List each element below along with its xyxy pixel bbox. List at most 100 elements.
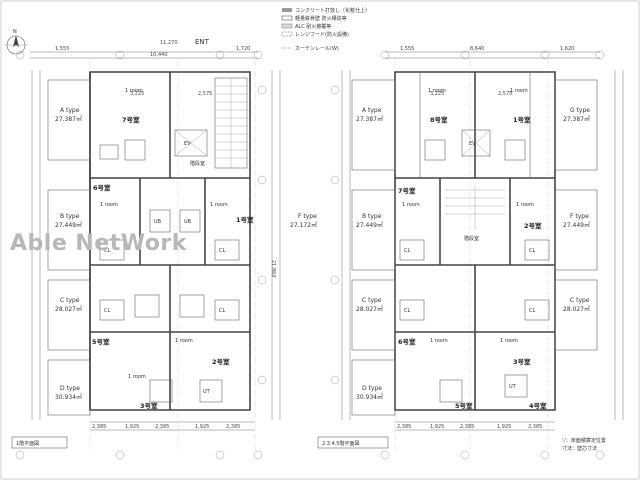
dimension-label: 2,385 <box>92 424 106 430</box>
unit-type-label: C type <box>570 297 590 304</box>
room-type-label: 1 room <box>175 338 193 344</box>
unit-area-label: 27.172㎡ <box>290 221 317 229</box>
dimension-label: 1,720 <box>236 46 250 52</box>
room-name: 7号室 <box>122 115 140 124</box>
unit-type-label: A type <box>362 107 382 114</box>
utility-label: UT <box>203 389 211 395</box>
unit-type-label: F type <box>298 213 317 220</box>
dimension-label: 8,640 <box>470 46 484 52</box>
room-name: 8号室 <box>430 115 448 124</box>
unit-type-label: B type <box>362 213 382 220</box>
room-type-label: 1 room <box>210 202 228 208</box>
unit-area-label: 27.449㎡ <box>55 221 82 229</box>
legend: コンクリート打放し（化粧仕上） 軽量鉄骨壁 防火構造等 ALC 耐火被覆等 レン… <box>281 7 370 52</box>
room-name: 2号室 <box>524 221 542 230</box>
closet-label: CL <box>219 248 225 254</box>
room-type-label: 1 room <box>402 202 420 208</box>
room-name: 2号室 <box>212 357 230 366</box>
room-name: 3号室 <box>140 401 158 410</box>
room-name: 6号室 <box>398 337 416 346</box>
dimension-label: 1,925 <box>195 424 209 430</box>
unit-area-label: 30.934㎡ <box>55 393 82 401</box>
closet-label: CL <box>404 248 410 254</box>
unit-area-label: 27.387㎡ <box>55 115 82 123</box>
room-type-label: 1 room <box>500 338 518 344</box>
note-text: 寸法：壁芯寸法 <box>562 445 597 452</box>
room-type-label: 1 room <box>125 88 143 94</box>
unit-area-label: 30.934㎡ <box>356 393 383 401</box>
compass-label: N <box>13 29 17 35</box>
stair-hall-label: 階段室 <box>190 160 205 167</box>
dimension-label: 2,575 <box>498 91 512 97</box>
unit-area-label: 27.449㎡ <box>563 221 590 229</box>
dimension-label: 1,555 <box>400 46 414 52</box>
dimension-label: 11,270 <box>160 40 178 46</box>
dimension-label: 21,860 <box>270 260 276 278</box>
dimension-label: 3,225 <box>130 91 144 97</box>
dimension-label: 2,575 <box>198 91 212 97</box>
watermark-text: Able NetWork <box>10 231 188 256</box>
unit-area-label: 27.387㎡ <box>563 115 590 123</box>
room-type-label: 1 room <box>128 374 146 380</box>
room-name: 3号室 <box>513 357 531 366</box>
compass-icon: N <box>4 29 28 55</box>
unit-area-label: 28.027㎡ <box>563 305 590 313</box>
bath-label: UB <box>154 219 162 225</box>
room-name: 1号室 <box>236 215 254 224</box>
elevator-label: EV <box>469 141 476 147</box>
entrance-label: ENT <box>195 38 210 46</box>
sheet-title: 2.3.4.5階平面図 <box>322 440 360 447</box>
room-type-label: 1 room <box>430 338 448 344</box>
unit-area-label: 27.449㎡ <box>356 221 383 229</box>
unit-area-label: 28.027㎡ <box>55 305 82 313</box>
room-type-label: 1 room <box>428 88 446 94</box>
closet-label: CL <box>104 308 110 314</box>
dimension-label: 2,385 <box>155 424 169 430</box>
unit-type-label: A type <box>60 107 80 114</box>
room-type-label: 1 room <box>516 202 534 208</box>
room-name: 1号室 <box>513 115 531 124</box>
closet-label: CL <box>104 248 110 254</box>
unit-type-label: C type <box>362 297 382 304</box>
room-name: 5号室 <box>455 401 473 410</box>
dimension-label: 1,925 <box>125 424 139 430</box>
unit-type-label: C type <box>60 297 80 304</box>
unit-type-label: D type <box>362 385 382 392</box>
dimension-label: 10,440 <box>150 52 168 58</box>
unit-type-label: B type <box>60 213 80 220</box>
room-name: 5号室 <box>92 337 110 346</box>
legend-item: レンジフード(防火設備) <box>295 31 349 38</box>
dimension-label: 2,385 <box>397 424 411 430</box>
right-floor-plan: 1,555 8,640 1,620 EV 階段室 <box>317 46 624 460</box>
legend-item: コンクリート打放し（化粧仕上） <box>295 7 370 14</box>
bath-label: UB <box>184 219 192 225</box>
left-floor-plan: 1,555 11,270 10,440 1,720 ENT 21,860 <box>11 38 317 460</box>
legend-item: カーテンレール(W) <box>295 46 339 52</box>
stair-hall-label: 階段室 <box>464 235 479 242</box>
closet-label: CL <box>404 308 410 314</box>
unit-type-label: G type <box>570 107 590 114</box>
legend-item: ALC 耐火被覆等 <box>295 23 331 30</box>
dimension-label: 3,225 <box>430 91 444 97</box>
dimension-label: 1,555 <box>55 46 69 52</box>
unit-type-label: D type <box>60 385 80 392</box>
dimension-label: 2,385 <box>528 424 542 430</box>
dimension-label: 1,620 <box>560 46 574 52</box>
utility-label: UT <box>509 384 517 390</box>
unit-area-label: 28.027㎡ <box>356 305 383 313</box>
dimension-label: 2,385 <box>226 424 240 430</box>
note-text: ▽：床面積算定位置 <box>562 437 606 444</box>
closet-label: CL <box>219 308 225 314</box>
dimension-label: 1,925 <box>430 424 444 430</box>
elevator-label: EV <box>184 141 191 147</box>
closet-label: CL <box>529 248 535 254</box>
room-name: 4号室 <box>529 401 547 410</box>
closet-label: CL <box>529 308 535 314</box>
unit-area-label: 27.387㎡ <box>356 115 383 123</box>
room-type-label: 1 room <box>100 202 118 208</box>
room-name: 6号室 <box>93 183 111 192</box>
dimension-label: 1,925 <box>497 424 511 430</box>
